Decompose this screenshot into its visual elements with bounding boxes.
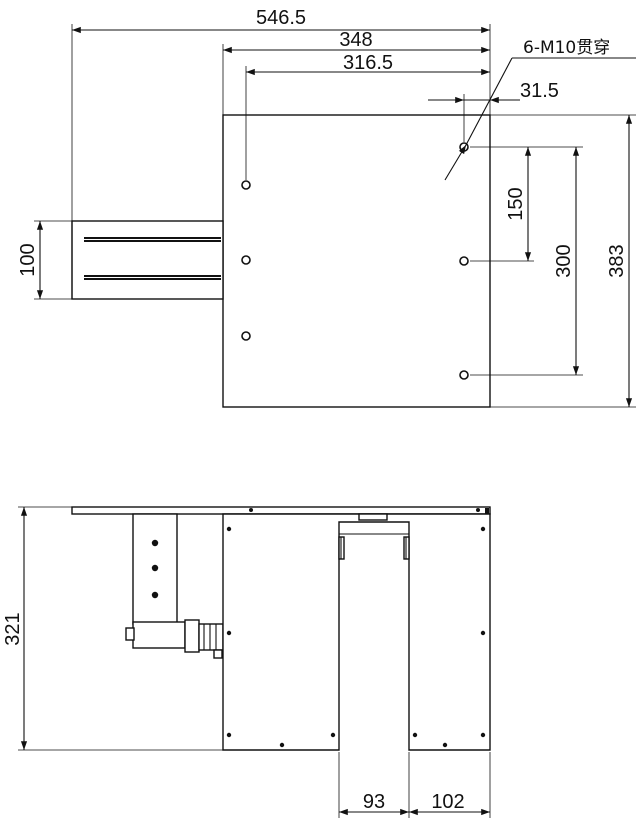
motor-assembly	[125, 619, 231, 659]
hole-callout: 6-M10贯穿	[444, 38, 636, 181]
dim-hole-offset: 31.5	[428, 80, 559, 142]
post-holes	[151, 539, 159, 599]
hole	[241, 255, 251, 265]
hole	[241, 180, 251, 190]
dim-text-100: 100	[17, 243, 39, 276]
dim-text-300: 300	[553, 244, 575, 277]
dim-text-plate-width: 348	[339, 29, 372, 51]
hole	[459, 256, 469, 266]
hole	[241, 331, 251, 341]
hole-callout-text: 6-M10贯穿	[523, 38, 610, 58]
top-view: 546.5 348 316.5 31.5 6-M10贯穿	[17, 7, 636, 408]
arm-slots	[84, 237, 221, 280]
dim-hole-pitch-300: 300	[470, 147, 583, 376]
dim-text-150: 150	[505, 187, 527, 220]
top-arm	[71, 220, 224, 300]
cutout-brackets	[338, 536, 410, 560]
dim-text-overall-width: 546.5	[256, 7, 306, 29]
dim-plate-height: 383	[490, 114, 636, 408]
dim-text-93: 93	[363, 791, 385, 813]
frame-screws	[226, 508, 486, 748]
top-plate	[222, 114, 491, 408]
dim-hole-span: 316.5	[245, 52, 490, 180]
dim-text-383: 383	[606, 244, 628, 277]
dim-text-hole-span: 316.5	[343, 52, 393, 74]
dim-leg-right: 102	[409, 752, 491, 818]
dim-arm-width: 100	[17, 220, 72, 300]
frame-body	[222, 513, 491, 751]
dim-text-hole-offset: 31.5	[520, 80, 559, 102]
dim-hole-pitch-150: 150	[470, 146, 583, 262]
dim-text-321: 321	[2, 612, 24, 645]
front-top-plate	[71, 506, 491, 515]
dim-plate-width: 348	[222, 29, 490, 115]
hole	[459, 370, 469, 380]
dim-front-height: 321	[2, 506, 223, 751]
front-view: 321 93 102	[2, 506, 491, 818]
dim-text-102: 102	[431, 791, 464, 813]
dim-leg-left: 93	[338, 752, 410, 818]
